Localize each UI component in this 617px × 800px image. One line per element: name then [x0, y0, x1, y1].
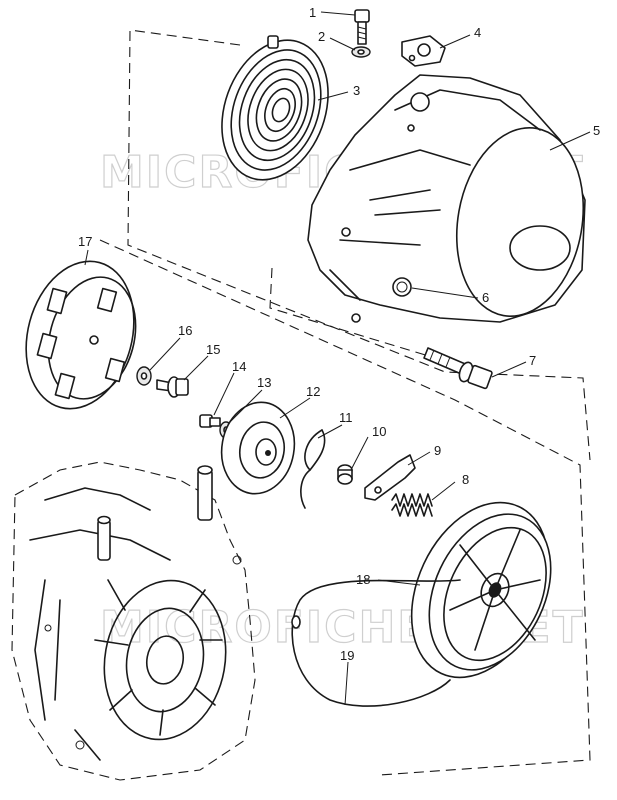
callout-2: 2: [318, 29, 325, 44]
dashed-boundary-upper: [127, 29, 591, 461]
callout-11: 11: [339, 410, 353, 425]
callout-6: 6: [482, 290, 489, 305]
bolt-part-7: [423, 347, 493, 390]
spring-part-8: [391, 493, 433, 517]
gasket-part-4: [401, 35, 446, 67]
recoil-housing-part-5: [307, 74, 586, 323]
callout-17: 17: [78, 234, 92, 249]
bolt-part-1: [354, 9, 370, 45]
callout-labels: 1 2 3 4 5 6 7 8 9 10 11 12 13 14 15 16 1…: [78, 5, 600, 663]
callout-4: 4: [474, 25, 481, 40]
washer-part-2: [351, 46, 371, 58]
reel-part-18: [410, 501, 552, 679]
callout-1: 1: [309, 5, 316, 20]
callout-15: 15: [206, 342, 220, 357]
callout-18: 18: [356, 572, 370, 587]
bolt-part-14: [199, 414, 221, 428]
starter-cup-part-17: [25, 260, 137, 410]
callout-12: 12: [306, 384, 320, 399]
callout-9: 9: [434, 443, 441, 458]
leader-lines: [84, 11, 591, 706]
ratchet-plate-part-12: [220, 401, 296, 495]
callout-14: 14: [232, 359, 246, 374]
dashed-boundary-lower: [99, 239, 591, 776]
callout-8: 8: [462, 472, 469, 487]
recoil-spring-part-3: [221, 35, 329, 181]
pawl-part-9: [364, 454, 416, 501]
callout-13: 13: [257, 375, 271, 390]
callout-7: 7: [529, 353, 536, 368]
callout-19: 19: [340, 648, 354, 663]
dashed-boundary-middle: [269, 267, 476, 371]
bolt-part-15: [156, 376, 189, 398]
callout-3: 3: [353, 83, 360, 98]
plug-part-6: [392, 277, 412, 297]
crankcase: [11, 461, 256, 781]
washer-part-16: [136, 366, 152, 386]
collar-part-10: [337, 464, 353, 485]
callout-16: 16: [178, 323, 192, 338]
callout-10: 10: [372, 424, 386, 439]
spring-clip-part-11: [300, 429, 326, 509]
callout-5: 5: [593, 123, 600, 138]
